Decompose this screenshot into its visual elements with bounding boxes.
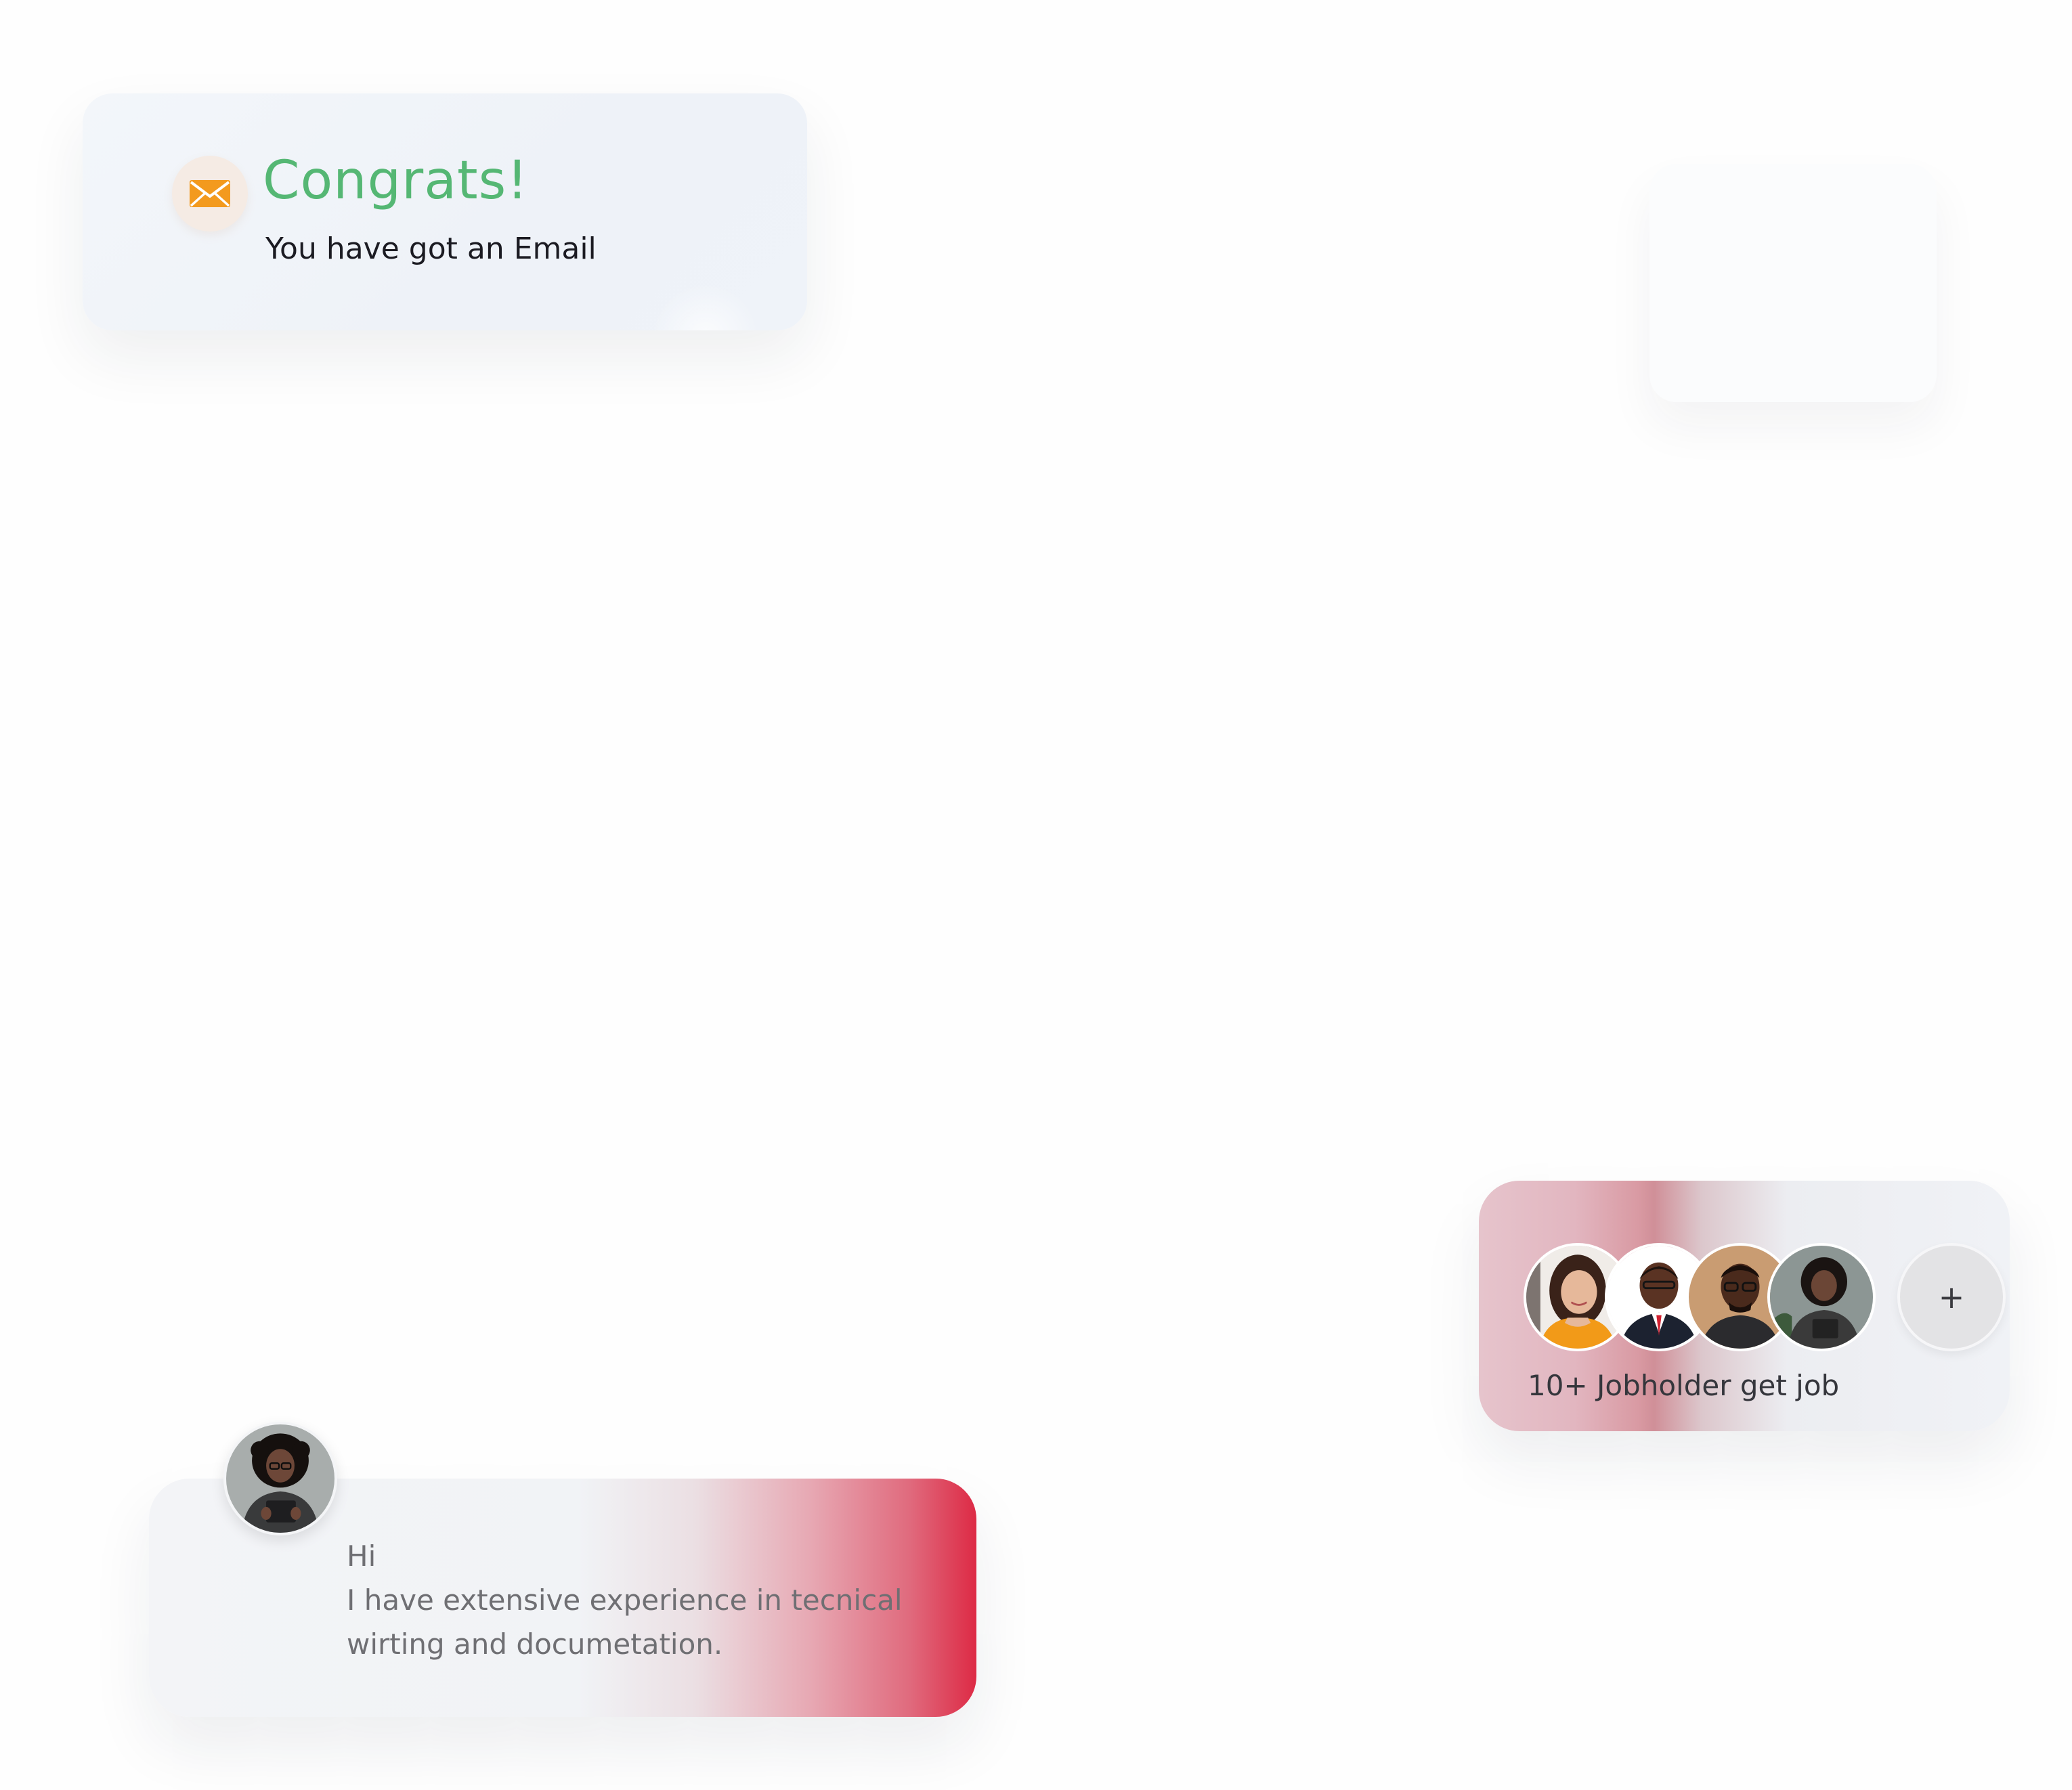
woman-smiling-avatar — [1524, 1243, 1632, 1351]
blank-card — [1649, 164, 1937, 402]
avatar-stack: + — [1524, 1243, 2006, 1351]
more-jobholders-button[interactable]: + — [1897, 1243, 2006, 1351]
notification-subtitle: You have got an Email — [265, 232, 597, 266]
woman-with-tablet-avatar — [1767, 1243, 1876, 1351]
card-glow — [651, 283, 760, 330]
message-line: I have extensive experience in tecnical — [347, 1584, 903, 1617]
notification-title: Congrats! — [263, 150, 529, 211]
message-greeting: Hi — [347, 1540, 376, 1573]
jobholder-card[interactable]: + 10+ Jobholder get job — [1479, 1181, 2010, 1431]
jobholder-caption: 10+ Jobholder get job — [1528, 1369, 1840, 1402]
message-body: Hi I have extensive experience in tecnic… — [347, 1534, 929, 1666]
sender-avatar — [223, 1422, 337, 1535]
plus-icon: + — [1938, 1279, 1965, 1315]
envelope-badge — [172, 156, 248, 232]
email-notification-card[interactable]: Congrats! You have got an Email — [83, 93, 807, 330]
envelope-icon — [190, 180, 230, 207]
message-line: wirting and documetation. — [347, 1628, 723, 1661]
